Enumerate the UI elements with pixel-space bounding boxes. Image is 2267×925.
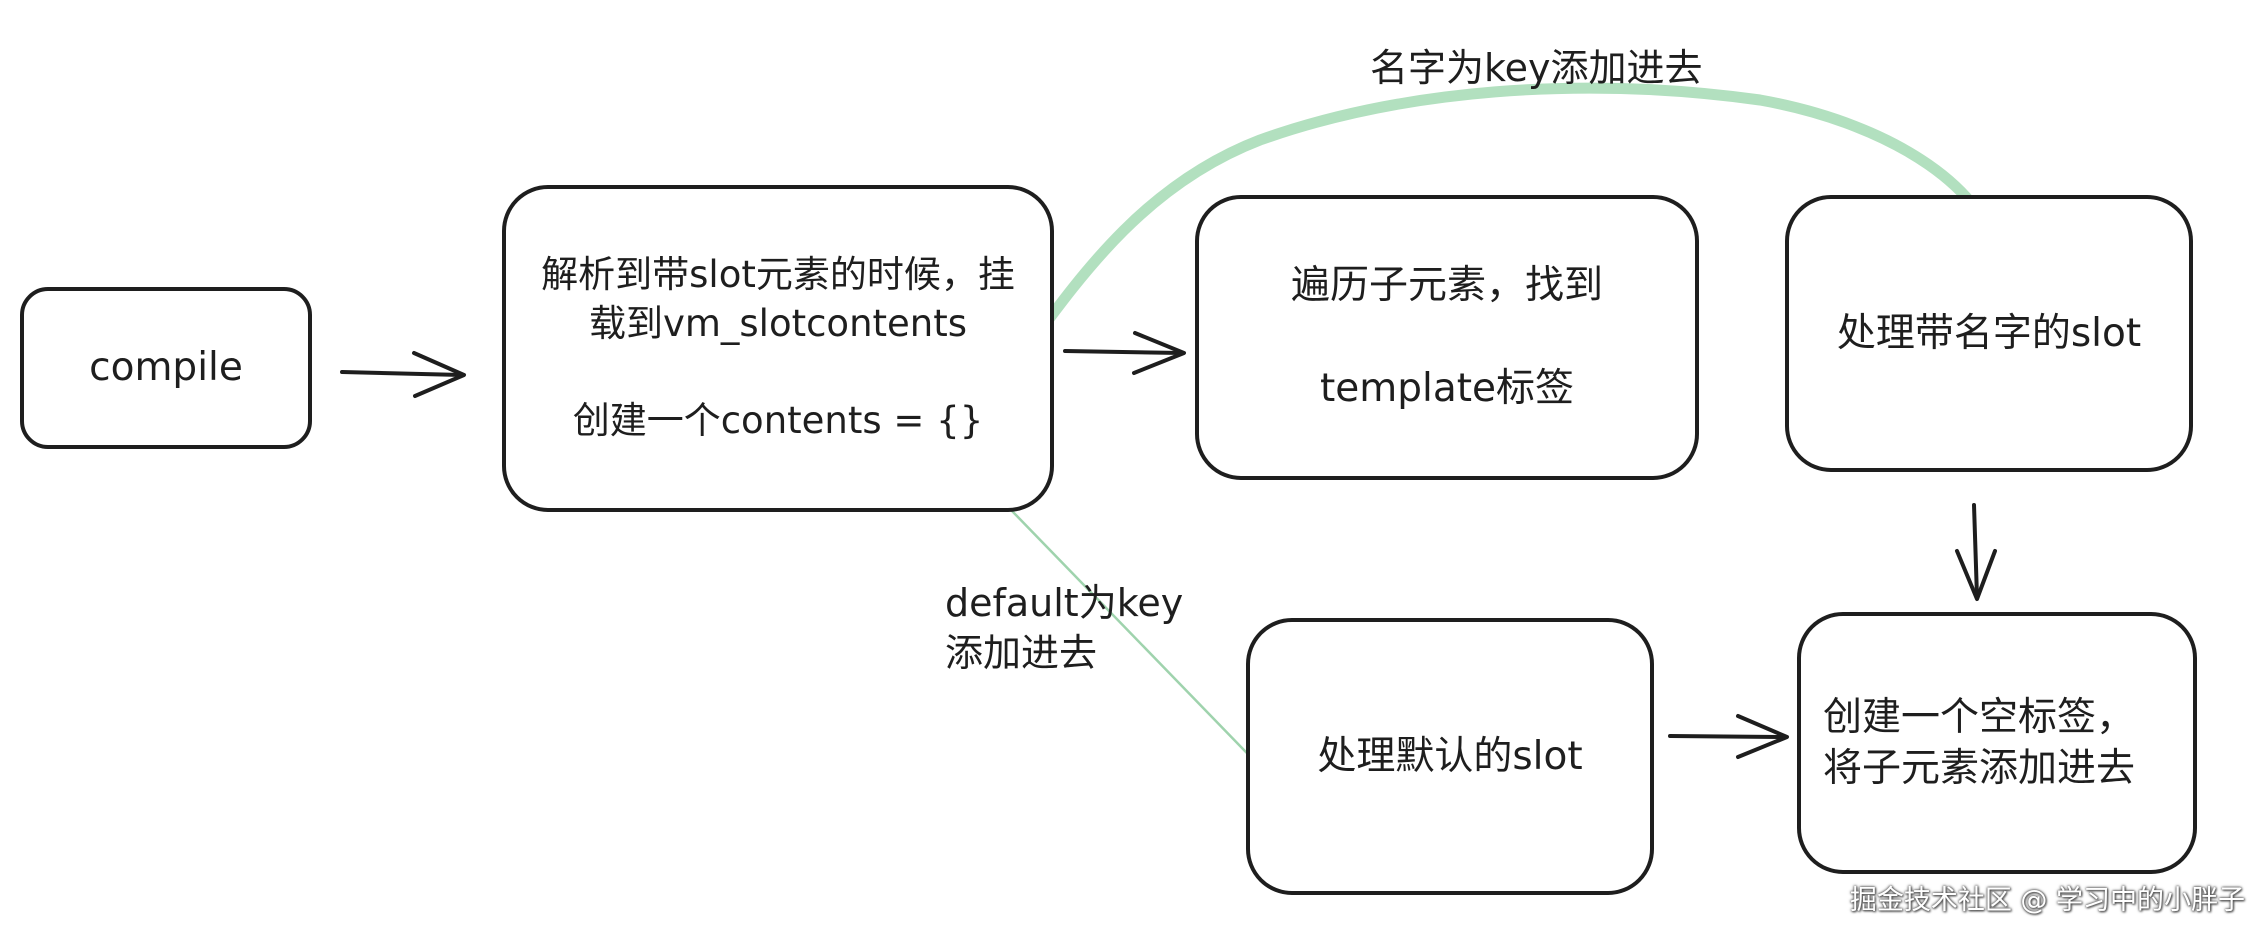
named-key-connector bbox=[994, 82, 2001, 391]
default-key-connector bbox=[979, 477, 1276, 783]
arrow-compile-to-parse bbox=[340, 351, 466, 398]
node-default-slot: 处理默认的slot bbox=[1246, 618, 1654, 895]
node-named-slot: 处理带名字的slot bbox=[1785, 195, 2193, 472]
arrow-named-to-create bbox=[1955, 503, 1997, 601]
watermark: 掘金技术社区 @ 学习中的小胖子 bbox=[1849, 885, 2245, 916]
node-named-slot-label: 处理带名字的slot bbox=[1836, 310, 2142, 356]
node-compile-label: compile bbox=[89, 345, 243, 391]
node-default-slot-label: 处理默认的slot bbox=[1317, 733, 1583, 779]
node-create-tag-label: 创建一个空标签， 将子元素添加进去 bbox=[1823, 694, 2136, 791]
edge-label-named-key: 名字为key添加进去 bbox=[1370, 46, 1703, 90]
arrow-parse-to-traverse bbox=[1063, 331, 1186, 375]
node-parse: 解析到带slot元素的时候，挂 载到vm_slotcontents 创建一个co… bbox=[502, 185, 1054, 512]
edge-label-default-key: default为key 添加进去 bbox=[945, 581, 1184, 676]
node-parse-label: 解析到带slot元素的时候，挂 载到vm_slotcontents 创建一个co… bbox=[541, 252, 1015, 443]
node-create-tag: 创建一个空标签， 将子元素添加进去 bbox=[1797, 612, 2197, 874]
node-compile: compile bbox=[20, 287, 312, 449]
node-traverse: 遍历子元素，找到 template标签 bbox=[1195, 195, 1699, 480]
arrow-default-to-create bbox=[1668, 714, 1789, 759]
node-traverse-label: 遍历子元素，找到 template标签 bbox=[1290, 263, 1603, 412]
